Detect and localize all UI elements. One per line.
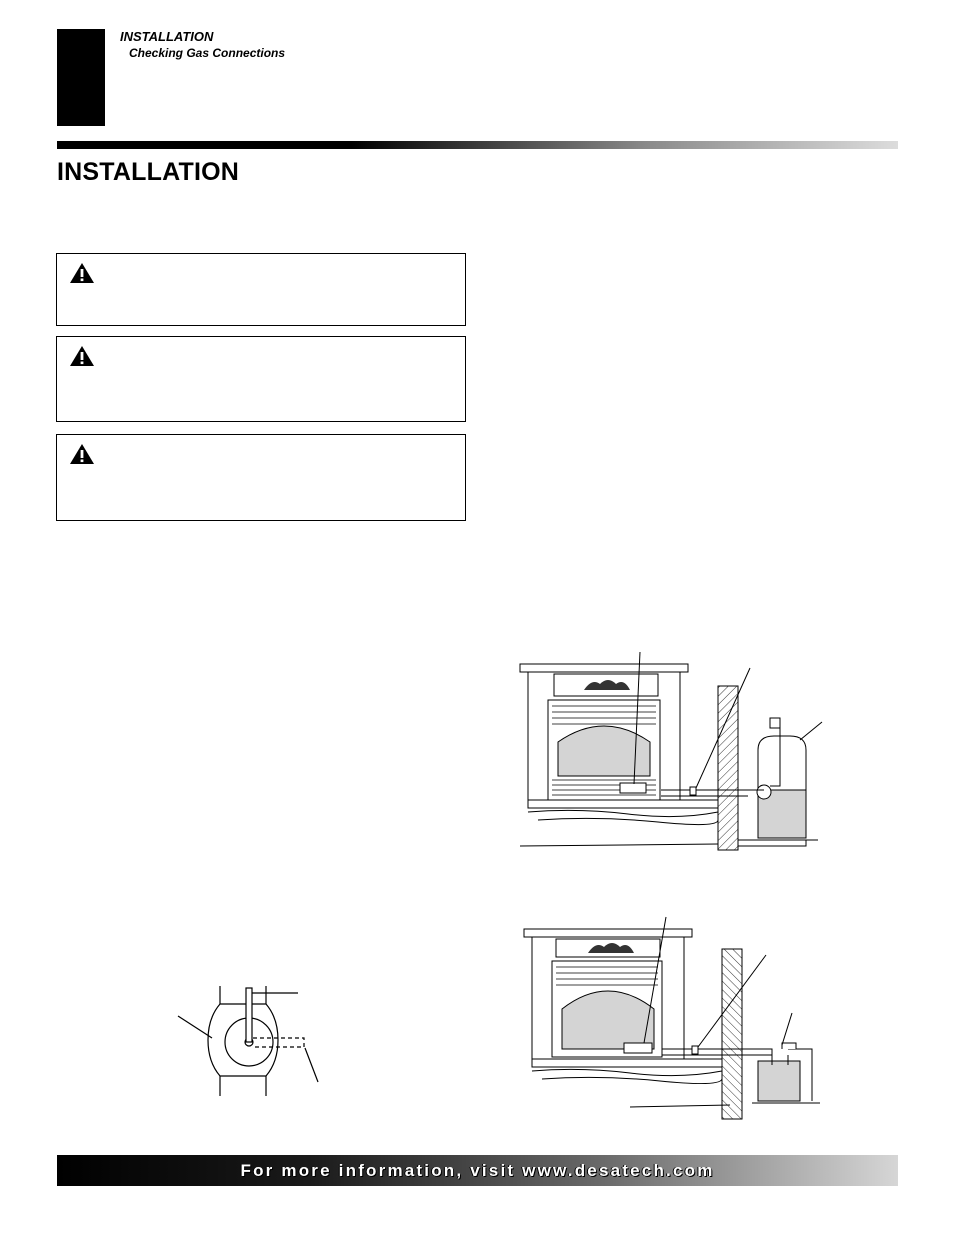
valve-diagram: [177, 986, 319, 1096]
warning-box-1: [56, 253, 466, 326]
section-tab-block: [57, 29, 105, 126]
header-rule: [57, 141, 898, 149]
footer-banner: For more information, visit www.desatech…: [57, 1155, 898, 1186]
warning-triangle-icon: [70, 263, 94, 283]
gas-meter-installation: [523, 916, 820, 1120]
warning-box-3: [56, 434, 466, 521]
running-header-subsection: Checking Gas Connections: [129, 46, 286, 60]
running-header-section: INSTALLATION: [120, 29, 214, 44]
lp-tank-installation: [519, 651, 823, 851]
warning-triangle-icon: [70, 346, 94, 366]
warning-triangle-icon: [70, 444, 94, 464]
page-title: INSTALLATION: [57, 158, 240, 186]
warning-box-2: [56, 336, 466, 422]
footer-website-text: For more information, visit www.desatech…: [240, 1160, 715, 1180]
